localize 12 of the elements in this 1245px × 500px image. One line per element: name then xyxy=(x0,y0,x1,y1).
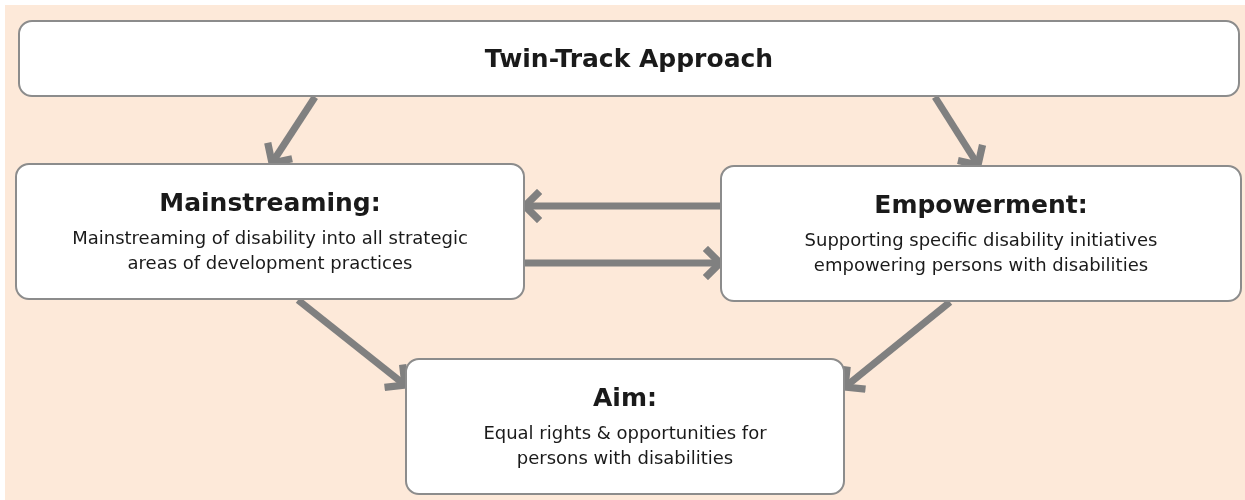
text-box xyxy=(720,165,1242,302)
heading: Empowerment: xyxy=(874,189,1088,219)
description: Mainstreaming of disability into all strategic areas of development practices xyxy=(71,225,469,275)
arrow xyxy=(295,297,409,391)
text-box xyxy=(15,163,525,300)
heading: Twin-Track Approach xyxy=(484,44,774,73)
heading: Mainstreaming: xyxy=(159,187,381,217)
heading: Aim: xyxy=(593,382,657,412)
title-box xyxy=(18,20,1240,97)
description: Equal rights & opportunities for persons with disabilities xyxy=(482,420,768,470)
description: Supporting specific disability initiatives empowering persons with disabilities xyxy=(803,227,1159,277)
text-box xyxy=(405,358,845,495)
